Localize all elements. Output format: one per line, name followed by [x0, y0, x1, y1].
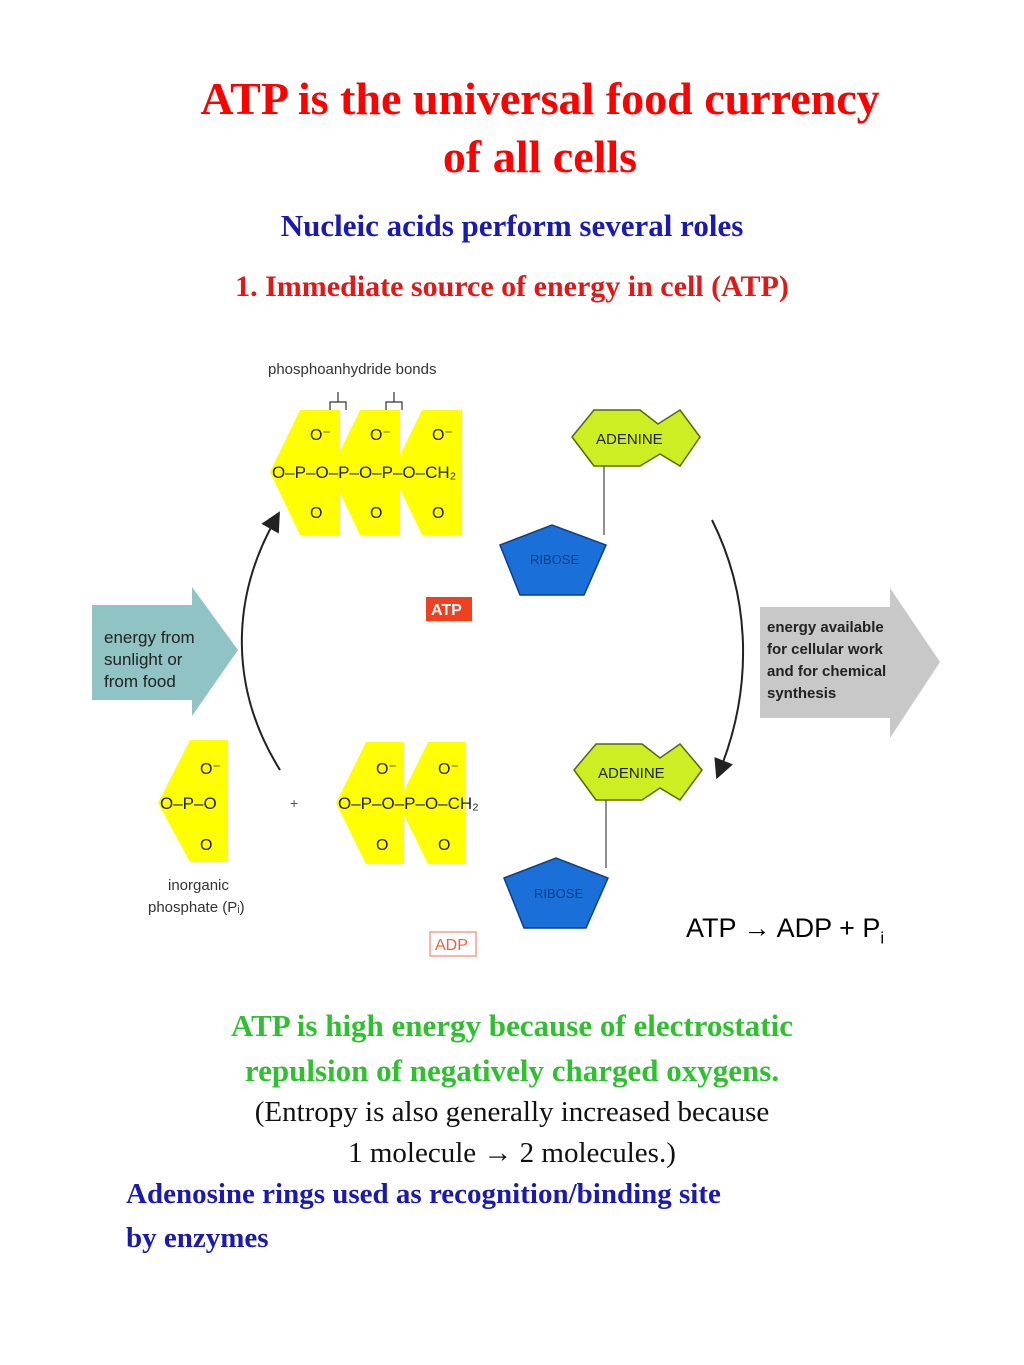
- oxygen-label: O: [432, 505, 444, 522]
- adenine-label-bottom: ADENINE: [598, 765, 665, 782]
- atp-tag: [426, 597, 472, 621]
- oxygen-label: O: [438, 837, 450, 854]
- subtitle: Nucleic acids perform several roles: [280, 208, 744, 243]
- adp-phosphate-group: O–P–O–P–O–CH₂ O⁻ O⁻ O O: [336, 742, 479, 864]
- oxygen-label: O⁻: [200, 761, 221, 778]
- atp-phosphate-chain-text: O–P–O–P–O–P–O–CH₂: [272, 463, 456, 482]
- atp-phosphate-group: O–P–O–P–O–P–O–CH₂ O⁻ O⁻ O⁻ O O O: [270, 410, 462, 535]
- energy-output-line-1: energy available: [767, 619, 884, 636]
- adp-phosphate-chain-text: O–P–O–P–O–CH₂: [338, 794, 479, 813]
- green-line-1: ATP is high energy because of electrosta…: [231, 1008, 793, 1043]
- oxygen-label: O⁻: [438, 761, 459, 778]
- oxygen-label: O: [376, 837, 388, 854]
- cycle-arrow-right: [711, 519, 745, 780]
- energy-output-arrow: [760, 588, 940, 738]
- formula-rhs: ADP + P: [776, 913, 881, 943]
- blue-line-1: Adenosine rings used as recognition/bind…: [126, 1178, 721, 1210]
- oxygen-label: O: [370, 505, 382, 522]
- bond-bracket-2: [385, 392, 403, 410]
- adenine-label-top: ADENINE: [596, 431, 663, 448]
- title-line-1: ATP is the universal food currency: [200, 73, 880, 124]
- ribose-shape-bottom: [503, 857, 610, 929]
- formula-arrow: →: [743, 913, 771, 943]
- pi-label-line-2: phosphate (Pᵢ): [148, 899, 245, 916]
- pi-label-line-1: inorganic: [168, 877, 229, 894]
- page-title: ATP is the universal food currency of al…: [100, 70, 980, 186]
- reaction-formula: ATP → ADP + Pi: [686, 913, 884, 948]
- black-line-2: 1 molecule → 2 molecules.): [348, 1137, 676, 1169]
- energy-output-line-2: for cellular work: [767, 641, 884, 658]
- ribose-label-bottom: RIBOSE: [534, 886, 583, 901]
- energy-input-line-1: energy from: [104, 628, 195, 647]
- point-1: 1. Immediate source of energy in cell (A…: [235, 270, 789, 303]
- oxygen-label: O: [200, 837, 212, 854]
- formula-lhs: ATP: [686, 913, 737, 943]
- pi-chain-text: O–P–O: [160, 794, 217, 813]
- energy-input-line-3: from food: [104, 672, 176, 691]
- phosphate-shape: [270, 410, 340, 535]
- adenine-shape-top: [571, 408, 701, 468]
- phosphate-shape: [336, 742, 404, 864]
- ribose-shape-top: [499, 524, 608, 596]
- plus-sign: +: [290, 795, 298, 811]
- bond-bracket-1: [329, 392, 347, 410]
- energy-output-line-3: and for chemical: [767, 663, 886, 680]
- blue-line-2: by enzymes: [126, 1222, 269, 1254]
- bonds-label: phosphoanhydride bonds: [268, 361, 436, 378]
- phosphate-shape: [330, 410, 400, 535]
- formula-subscript: i: [880, 928, 885, 948]
- oxygen-label: O⁻: [376, 761, 397, 778]
- oxygen-label: O⁻: [370, 427, 391, 444]
- phosphate-shape: [392, 410, 462, 535]
- oxygen-label: O: [310, 505, 322, 522]
- energy-input-line-2: sunlight or: [104, 650, 183, 669]
- atp-cycle-diagram: phosphoanhydride bonds O–P–O–P–O–P–O–CH₂…: [92, 361, 940, 957]
- energy-output-line-4: synthesis: [767, 685, 836, 702]
- inorganic-phosphate-shape: [158, 740, 228, 862]
- adenine-shape-bottom: [573, 742, 703, 801]
- oxygen-label: O⁻: [432, 427, 453, 444]
- ribose-label-top: RIBOSE: [530, 552, 579, 567]
- energy-input-arrow: [92, 587, 238, 716]
- green-line-2: repulsion of negatively charged oxygens.: [244, 1053, 780, 1088]
- phosphate-shape: [398, 742, 466, 864]
- atp-tag-label: ATP: [431, 602, 462, 619]
- black-line-1: (Entropy is also generally increased bec…: [254, 1096, 770, 1128]
- title-line-2: of all cells: [442, 131, 638, 182]
- adp-tag: [429, 931, 477, 957]
- adp-tag-label: ADP: [435, 937, 468, 954]
- oxygen-label: O⁻: [310, 427, 331, 444]
- cycle-arrow-left: [240, 511, 281, 771]
